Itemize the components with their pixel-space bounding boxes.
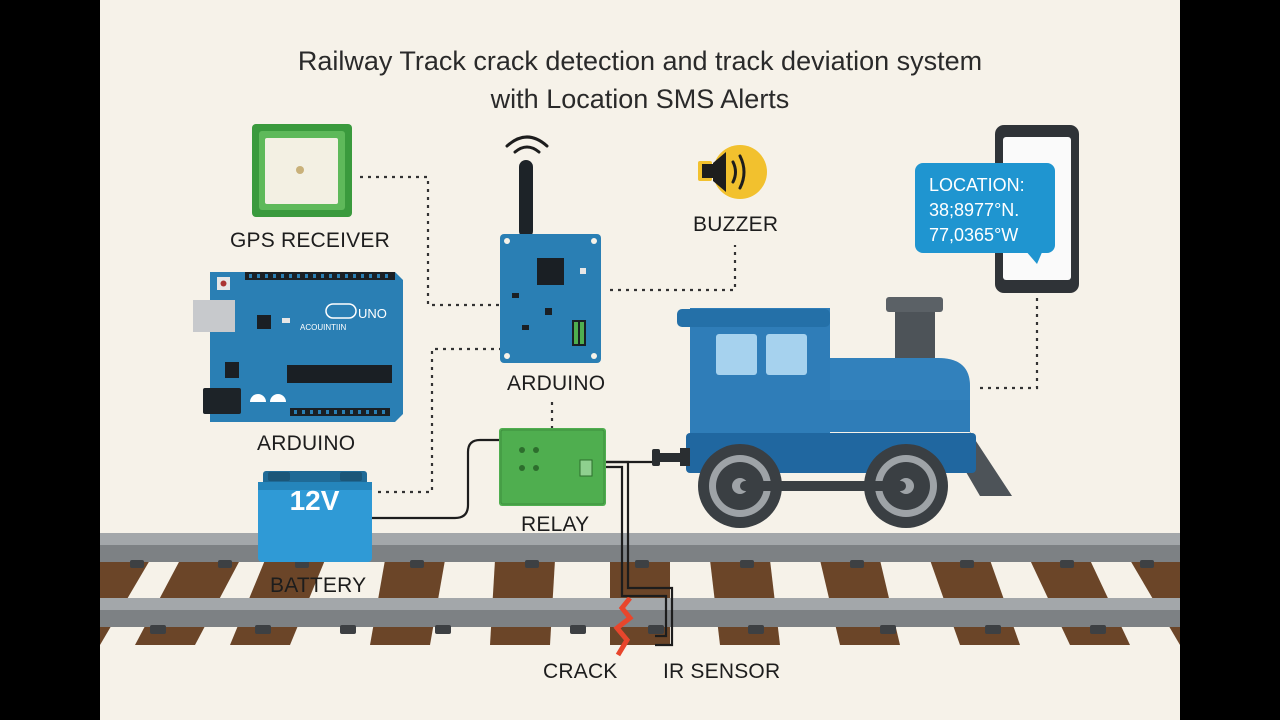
board-brand-text: ACOUINTIIN	[300, 323, 346, 332]
diagram-title-line1: Railway Track crack detection and track …	[297, 46, 983, 76]
crack-mark	[613, 596, 634, 657]
sms-location-bubble: LOCATION: 38;8977°N. 77,0365°W	[915, 163, 1055, 253]
railway-track	[100, 533, 1180, 645]
diagram-title-line2: with Location SMS Alerts	[490, 84, 790, 114]
relay-module	[499, 428, 606, 506]
wifi-signal-icon	[505, 135, 549, 154]
label-relay: RELAY	[521, 513, 590, 536]
label-buzzer: BUZZER	[693, 213, 779, 236]
label-arduino-uno: ARDUINO	[257, 432, 356, 455]
sms-bubble-tail	[1025, 250, 1043, 264]
buzzer	[698, 145, 767, 199]
train-locomotive	[652, 297, 1012, 528]
sms-line-1: LOCATION:	[929, 175, 1025, 195]
sms-line-2: 38;8977°N.	[929, 200, 1020, 220]
label-battery: BATTERY	[270, 574, 367, 597]
dotted-connections	[360, 175, 1039, 494]
gps-receiver	[252, 124, 352, 217]
label-gps-receiver: GPS RECEIVER	[230, 229, 390, 252]
diagram-canvas: UNO ACOUINTIIN	[100, 0, 1180, 720]
battery-12v	[258, 471, 372, 562]
board-model-text: UNO	[358, 306, 387, 321]
label-crack: CRACK	[543, 660, 618, 683]
arduino-gsm-module	[500, 135, 601, 363]
arduino-uno-board: UNO ACOUINTIIN	[193, 272, 403, 422]
wires	[372, 438, 674, 647]
sms-line-3: 77,0365°W	[929, 225, 1019, 245]
battery-voltage: 12V	[289, 485, 340, 516]
label-ir-sensor: IR SENSOR	[663, 660, 781, 683]
speaker-icon	[698, 152, 726, 192]
gps-antenna-icon	[296, 166, 304, 174]
label-arduino-gsm: ARDUINO	[507, 372, 606, 395]
